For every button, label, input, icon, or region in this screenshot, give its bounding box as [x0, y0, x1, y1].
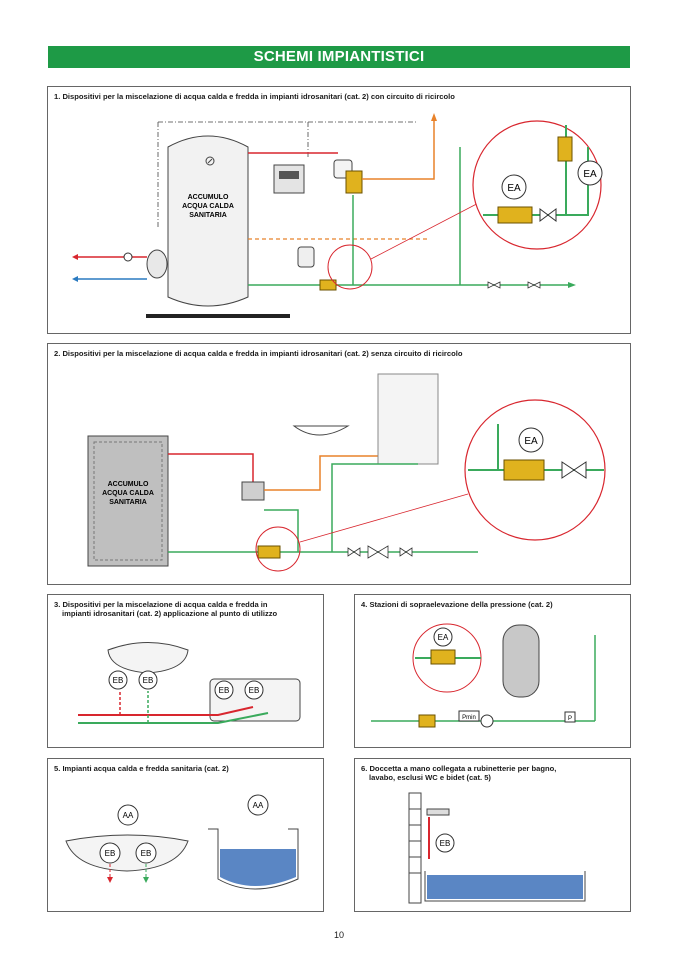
aa-badge-1 [117, 804, 139, 826]
water-fill [427, 875, 583, 899]
section-5-title: 5. Impianti acqua calda e fredda sanitar… [54, 764, 229, 773]
page-title-banner: SCHEMI IMPIANTISTICI [48, 46, 630, 68]
eb-badge-1 [108, 670, 128, 690]
ea-device-small [257, 545, 281, 559]
ea-device-zoom-vertical [557, 136, 573, 162]
cold-line-valves [487, 281, 541, 289]
section-5-diagram: EB EB AA AA [65, 794, 299, 890]
bathtub [424, 871, 586, 902]
eb-badge-2-label: EB [143, 676, 154, 685]
storage-tank [167, 135, 249, 307]
eb-badge-4-label: EB [249, 686, 260, 695]
p-label: P [568, 716, 572, 722]
thermometer-icon [205, 156, 215, 166]
section-6-title: 6. Doccetta a mano collegata a rubinette… [361, 764, 624, 782]
hot-pipe [78, 706, 254, 716]
aa-badge-2 [247, 794, 269, 816]
eb-badge-1 [99, 842, 121, 864]
section-3-title: 3. Dispositivi per la miscelazione di ac… [54, 600, 317, 618]
detail-circle-large [472, 120, 602, 250]
mixing-valve [345, 170, 363, 194]
section-2-diagram: ACCUMULO ACQUA CALDA SANITARIA EA [87, 373, 606, 572]
section-1-diagram: ACCUMULO ACQUA CALDA SANITARIA [72, 113, 603, 318]
ea-device-zoom [430, 649, 456, 665]
pump-icon [480, 714, 494, 728]
ea-badge-label: EA [524, 436, 538, 447]
tank-label-3: SANITARIA [109, 499, 147, 506]
ea-badge-1-label: EA [507, 183, 521, 194]
ea-badge-2 [577, 160, 603, 186]
wash-basin [107, 642, 189, 674]
section-4-panel: 4. Stazioni di sopraelevazione della pre… [354, 594, 631, 748]
ea-badge [518, 427, 544, 453]
cold-line-valves [347, 545, 413, 559]
section-5-panel: 5. Impianti acqua calda e fredda sanitar… [47, 758, 324, 912]
brick-wall [408, 792, 422, 904]
shower-head [426, 808, 450, 816]
tank-heat-exchanger [146, 249, 168, 279]
eb-badge-label: EB [440, 839, 451, 848]
section-6-diagram: EB [408, 792, 586, 904]
section-4-diagram: EA Pmin P [371, 623, 596, 728]
tank-base [146, 314, 290, 318]
storage-tank [87, 435, 169, 567]
section-1-panel: 1. Dispositivi per la miscelazione di ac… [47, 86, 631, 334]
aa-badge-2-label: AA [253, 801, 264, 810]
ea-badge-1 [501, 174, 527, 200]
tank-label-1: ACCUMULO [108, 481, 149, 488]
section-6-title-line-1: 6. Doccetta a mano collegata a rubinette… [361, 764, 557, 773]
mixed-water-pipe [362, 117, 435, 180]
aa-badge-1-label: AA [123, 811, 134, 820]
eb-badge-2 [135, 842, 157, 864]
wash-basin [65, 834, 189, 872]
section-3-panel: 3. Dispositivi per la miscelazione di ac… [47, 594, 324, 748]
eb-badge-1-label: EB [113, 676, 124, 685]
pressure-tank [502, 624, 540, 698]
tank-label-2: ACQUA CALDA [182, 203, 234, 210]
eb-badge-2-label: EB [141, 849, 152, 858]
thermostatic-mixer [241, 481, 265, 501]
ea-badge [433, 627, 453, 647]
ea-device-zoom [497, 206, 533, 224]
tank-label-3: SANITARIA [189, 212, 227, 219]
section-6-panel: 6. Doccetta a mano collegata a rubinette… [354, 758, 631, 912]
detail-circle-small [327, 244, 373, 290]
section-2-panel: 2. Dispositivi per la miscelazione di ac… [47, 343, 631, 585]
p-gauge [564, 711, 576, 723]
page-number: 10 [333, 930, 344, 940]
section-3-title-line-1: 3. Dispositivi per la miscelazione di ac… [54, 600, 268, 609]
expansion-vessel [297, 246, 315, 268]
section-3-title-line-2: impianti idrosanitari (cat. 2) applicazi… [62, 609, 278, 618]
hot-pipe [168, 453, 254, 484]
ea-device-zoom [503, 459, 545, 481]
detail-circle-small [255, 526, 301, 572]
wash-basin [292, 425, 350, 436]
eb-badge-4 [244, 680, 264, 700]
shower-enclosure [377, 373, 439, 465]
ea-device-small [319, 279, 337, 291]
eb-badge-2 [138, 670, 158, 690]
eb-badge-3-label: EB [219, 686, 230, 695]
section-4-title: 4. Stazioni di sopraelevazione della pre… [361, 600, 553, 609]
section-3-diagram: EB EB EB EB [78, 642, 301, 724]
ea-badge-label: EA [438, 633, 449, 642]
ea-device-small [418, 714, 436, 728]
eb-badge-3 [214, 680, 234, 700]
section-6-title-line-2: lavabo, esclusi WC e bidet (cat. 5) [369, 773, 491, 782]
section-2-title: 2. Dispositivi per la miscelazione di ac… [54, 349, 463, 358]
tank-label-2: ACQUA CALDA [102, 490, 154, 497]
eb-badge-1-label: EB [105, 849, 116, 858]
section-1-title: 1. Dispositivi per la miscelazione di ac… [54, 92, 455, 101]
eb-badge [435, 833, 455, 853]
tank-label-1: ACCUMULO [188, 194, 229, 201]
pmin-label: Pmin [462, 715, 476, 721]
cold-pipe [78, 712, 269, 724]
pump-icon [123, 252, 133, 262]
water-fill [220, 849, 296, 886]
ea-badge-2-label: EA [583, 169, 597, 180]
pmin-switch [458, 710, 480, 722]
